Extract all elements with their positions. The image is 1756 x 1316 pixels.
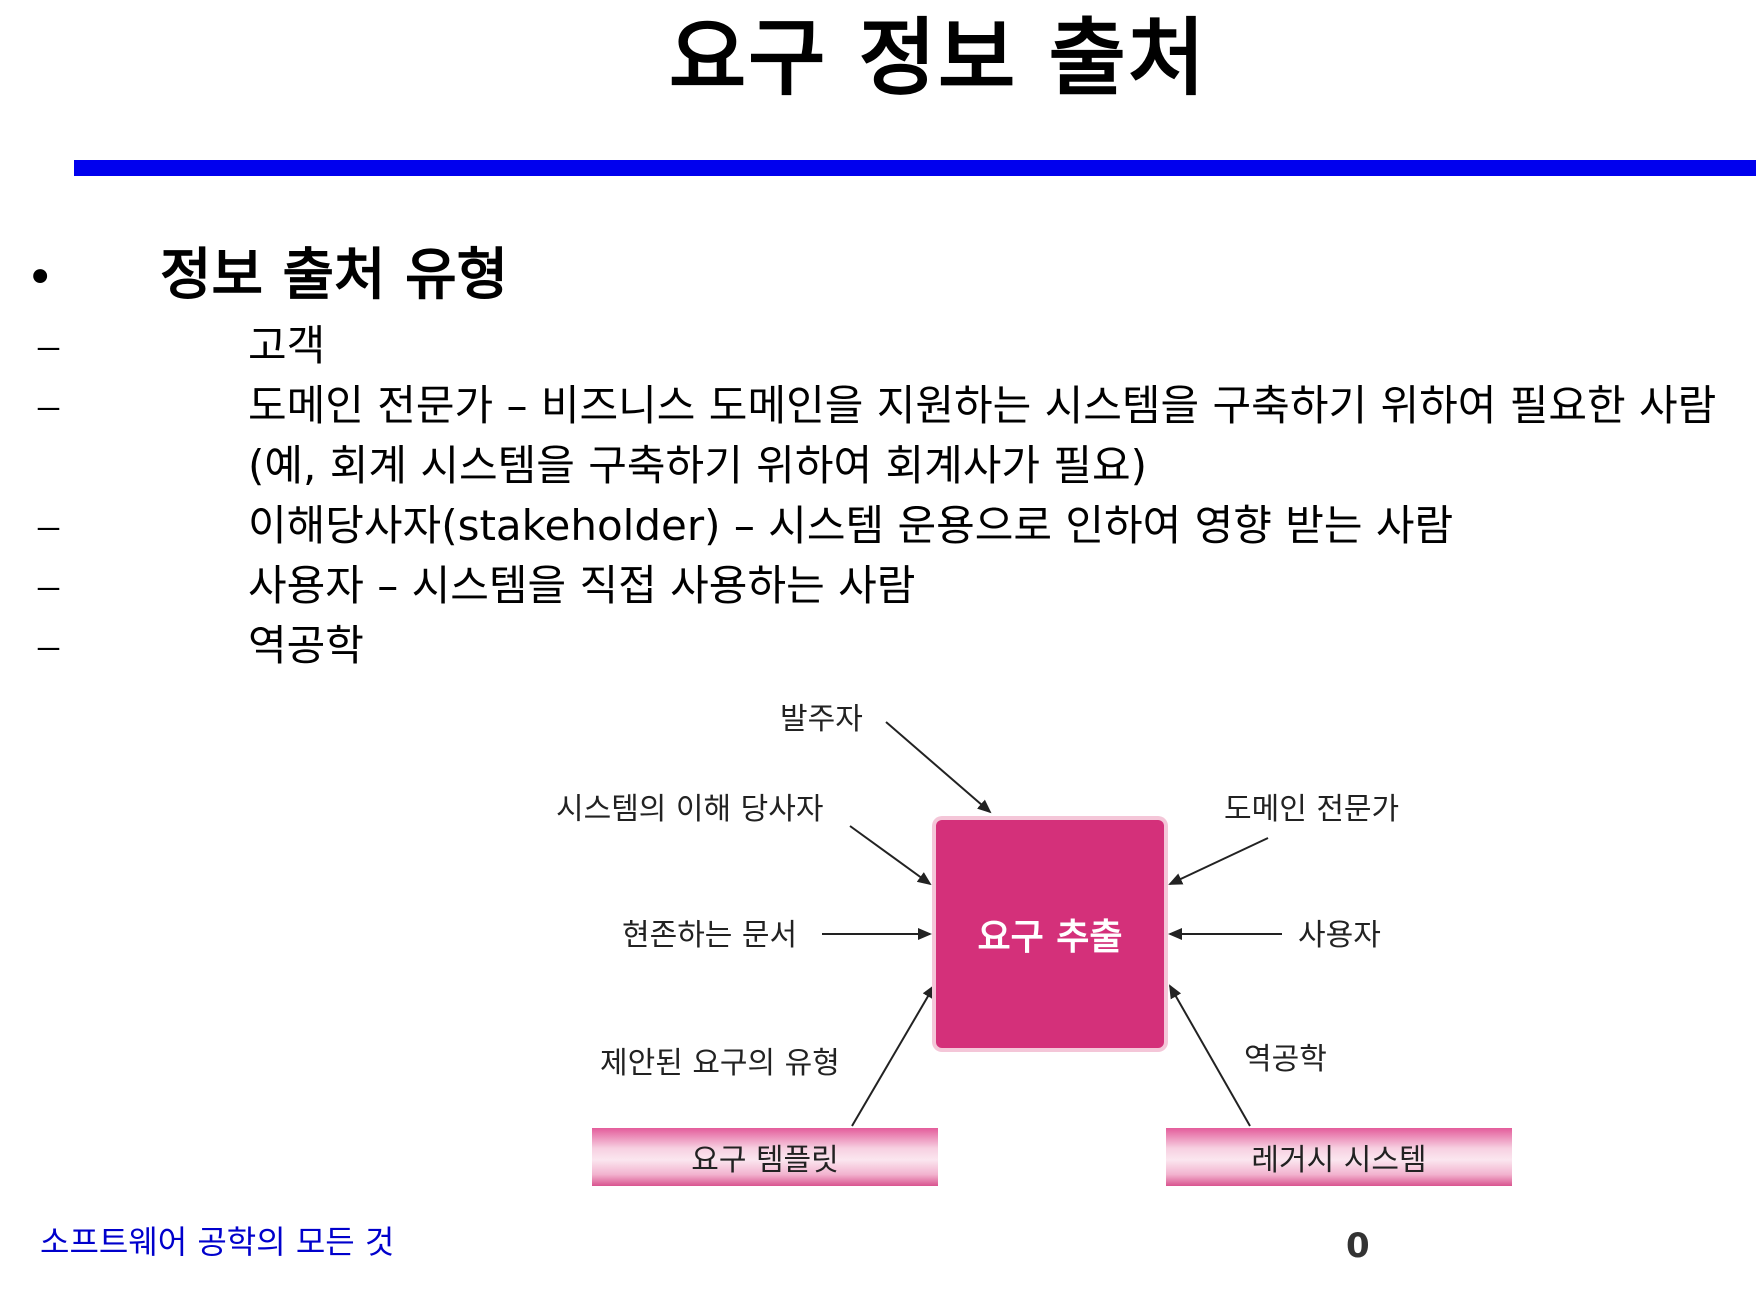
label-reverse-engineering: 역공학	[1244, 1042, 1327, 1077]
arrow-orderer	[885, 721, 992, 814]
list-item-text: 사용자 – 시스템을 직접 사용하는 사람	[248, 561, 916, 610]
arrow-domain-expert	[1168, 837, 1269, 885]
list-item-text: 도메인 전문가 – 비즈니스 도메인을 지원하는 시스템을 구축하기 위하여 필…	[248, 381, 1717, 490]
dash-marker: –	[38, 503, 59, 549]
template-bar: 요구 템플릿	[592, 1128, 938, 1186]
section-heading: 정보 출처 유형	[160, 243, 509, 308]
page-title: 요구 정보 출처	[668, 9, 1208, 107]
legacy-system-bar: 레거시 시스템	[1166, 1128, 1512, 1186]
requirements-elicitation-box: 요구 추출	[936, 820, 1164, 1048]
footer-book-title: 소프트웨어 공학의 모든 것	[40, 1223, 395, 1261]
label-orderer: 발주자	[780, 702, 863, 737]
list-item-text: 이해당사자(stakeholder) – 시스템 운용으로 인하여 영향 받는 …	[248, 501, 1454, 550]
list-item-text: 고객	[248, 321, 326, 370]
arrow-template	[851, 984, 936, 1127]
dash-marker: –	[38, 323, 59, 369]
template-bar-label: 요구 템플릿	[691, 1143, 839, 1178]
arrow-legacy	[1169, 984, 1251, 1127]
label-proposed-types: 제안된 요구의 유형	[600, 1046, 840, 1081]
label-user: 사용자	[1298, 918, 1381, 953]
list-item-text: 역공학	[248, 621, 364, 670]
legacy-bar-label: 레거시 시스템	[1251, 1143, 1427, 1178]
center-box-label: 요구 추출	[977, 917, 1123, 958]
dash-marker: –	[38, 383, 59, 429]
dash-marker: –	[38, 563, 59, 609]
label-domain-expert: 도메인 전문가	[1224, 792, 1400, 827]
bullet-dot: •	[26, 250, 55, 306]
label-existing-docs: 현존하는 문서	[622, 918, 798, 953]
dash-marker: –	[38, 623, 59, 669]
title-rule	[74, 160, 1756, 176]
page-number: 0	[1346, 1226, 1370, 1266]
label-stakeholder: 시스템의 이해 당사자	[556, 792, 824, 827]
arrow-stakeholder	[849, 825, 932, 886]
